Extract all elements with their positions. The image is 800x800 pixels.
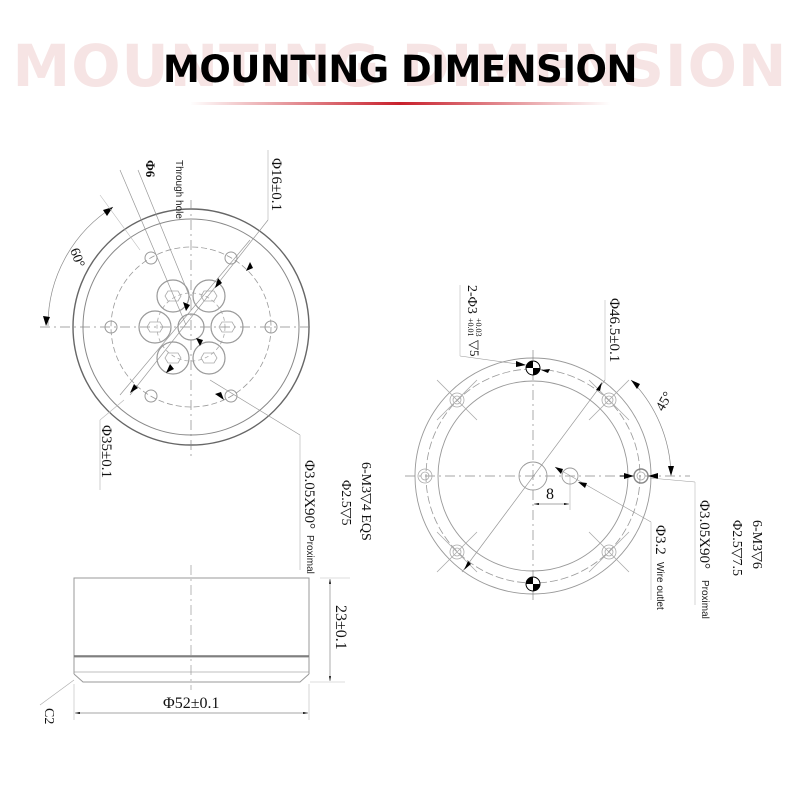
pin-holes-label: 2-Φ3 [464,285,479,314]
header: MOUNTING DIMENSION MOUNTING DIMENSION [0,0,800,110]
page-title: MOUNTING DIMENSION [163,48,637,91]
bottom-chamfer-note: Proximal [699,580,710,619]
through-hole-dia: Φ6 [143,160,158,178]
bottom-chamfer-spec: Φ3.05X90° [696,500,712,569]
through-hole-label: Through hole [173,160,184,219]
background-title: MOUNTING DIMENSION [12,32,788,100]
top-chamfer-note: Proximal [304,535,315,574]
wire-outlet-note: Wire outlet [654,562,665,610]
angle-45-label: 45° [653,390,676,414]
wire-dia: Φ3.2 [652,525,668,555]
top-chamfer-spec: Φ3.05X90° [301,460,317,529]
pin-depth: ▽5 [467,340,482,357]
top-thread-spec: 6-M3▽4 EQS [358,462,373,541]
pcd-46-dimension: Φ46.5±0.1 [606,298,622,362]
height-dimension: 23±0.1 [332,605,349,650]
bottom-thread-spec: 6-M3▽6 [749,520,764,569]
bottom-view [405,285,696,605]
bottom-drill-spec: Φ2.5▽7.5 [729,520,744,576]
top-drill-spec: Φ2.5▽5 [338,480,353,526]
chamfer-c2: C2 [41,708,56,724]
top-view [40,150,310,570]
pin-tol-lower: +0.01 [466,318,475,337]
offset-8-dimension: 8 [546,486,554,503]
angle-60-label: 60° [66,246,87,270]
outer-dia-dimension: Φ52±0.1 [163,695,219,712]
inner-dia-dimension: Φ16±0.1 [268,158,284,211]
pin-tol-upper: +0.03 [474,318,483,337]
side-view [39,565,350,720]
title-underline [190,102,610,105]
pcd-35-dimension: Φ35±0.1 [98,425,114,478]
